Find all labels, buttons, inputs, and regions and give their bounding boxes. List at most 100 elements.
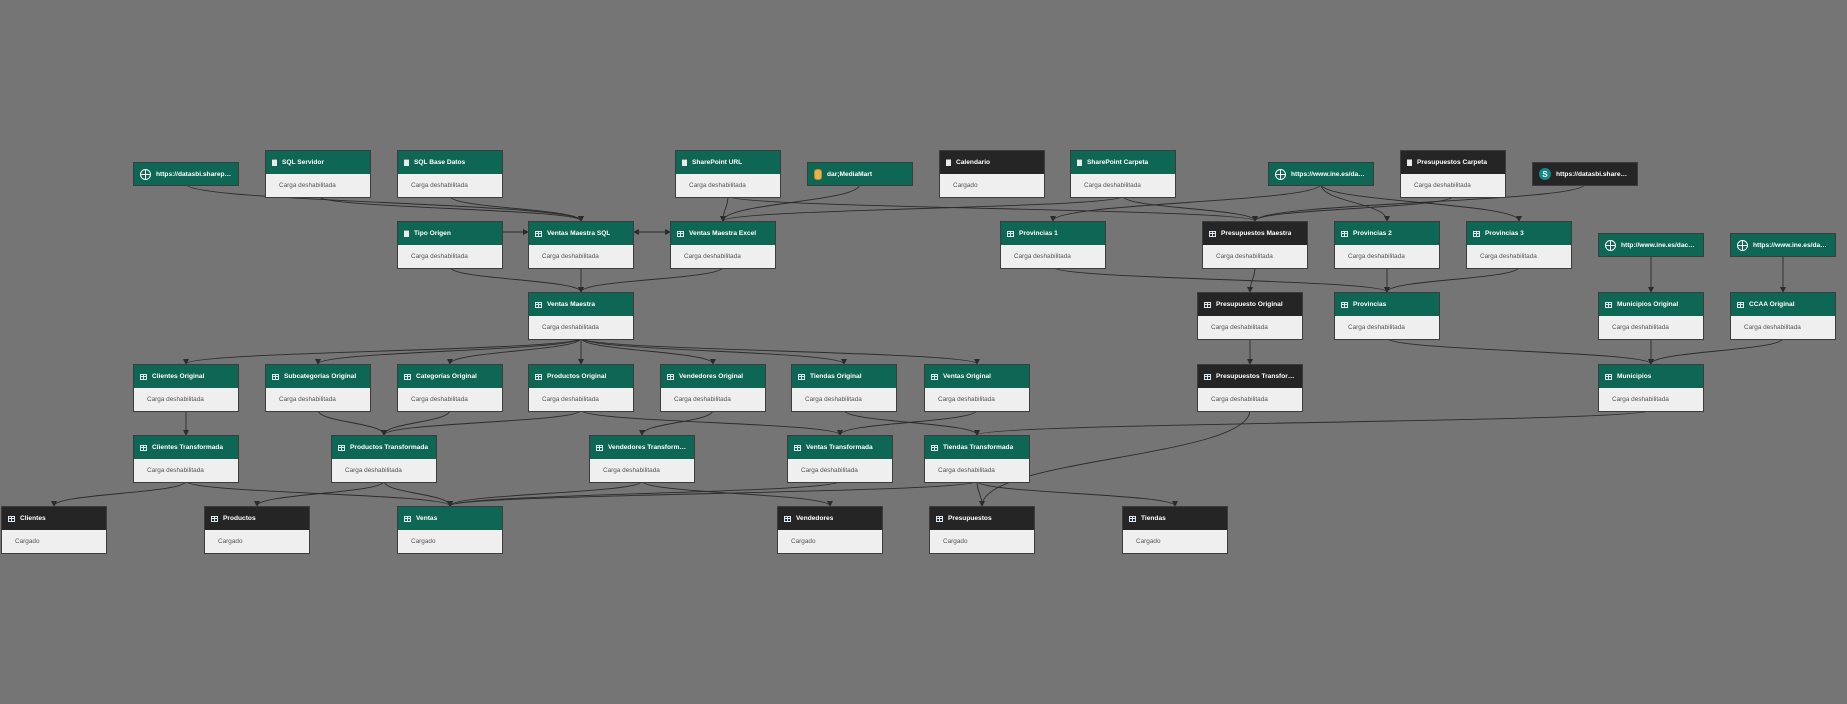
- node-src-sharepoint1[interactable]: https://datasbi.sharepoi...: [133, 162, 239, 186]
- table-icon: [272, 373, 279, 380]
- node-title: https://datasbi.sharepoi...: [156, 170, 232, 178]
- node-title: CCAA Original: [1749, 301, 1795, 308]
- sheet-icon: [1407, 159, 1412, 166]
- node-status: Carga deshabilitada: [1467, 245, 1571, 268]
- table-icon: [1473, 230, 1480, 237]
- node-header: SharePoint URL: [676, 151, 780, 174]
- node-title: Ventas Transformada: [806, 444, 873, 451]
- node-header: Provincias 2: [1335, 222, 1439, 245]
- node-status: Carga deshabilitada: [1335, 316, 1439, 339]
- table-icon: [794, 444, 801, 451]
- table-icon: [1129, 515, 1136, 522]
- edge-sp-url-to-presup-maestra: [727, 195, 1258, 222]
- node-ine1[interactable]: https://www.ine.es/daco...: [1268, 162, 1374, 186]
- table-icon: [667, 373, 674, 380]
- node-header: Presupuestos Carpeta: [1401, 151, 1505, 174]
- node-header: Subcategorías Original: [266, 365, 370, 388]
- node-title: Provincias 1: [1019, 230, 1058, 237]
- node-status: Carga deshabilitada: [676, 174, 780, 197]
- node-title: Vendedores: [796, 515, 834, 522]
- table-icon: [404, 515, 411, 522]
- node-status: Carga deshabilitada: [1335, 245, 1439, 268]
- node-header: Clientes Original: [134, 365, 238, 388]
- edge-prod-transf-to-productos: [254, 480, 385, 507]
- table-icon: [8, 515, 15, 522]
- node-status: Cargado: [1123, 530, 1227, 553]
- node-title: Tipo Origen: [414, 230, 451, 237]
- table-icon: [140, 373, 147, 380]
- node-status: Carga deshabilitada: [671, 245, 775, 268]
- edge-vend-original-to-vend-transf: [639, 409, 714, 436]
- table-icon: [535, 301, 542, 308]
- database-icon: [814, 168, 822, 180]
- node-status: Carga deshabilitada: [529, 316, 633, 339]
- node-ine2[interactable]: http://www.ine.es/daco/...: [1598, 233, 1704, 257]
- node-header: dar;MediaMart: [808, 163, 912, 185]
- node-status: Cargado: [930, 530, 1034, 553]
- node-header: Productos: [205, 507, 309, 530]
- node-title: Vendedores Original: [679, 373, 744, 380]
- edge-sp-url-to-vm-excel: [720, 195, 729, 222]
- node-header: Clientes Transformada: [134, 436, 238, 459]
- node-mediamart[interactable]: dar;MediaMart: [807, 162, 913, 186]
- node-header: Vendedores Transformada: [590, 436, 694, 459]
- node-status: Carga deshabilitada: [266, 388, 370, 411]
- table-icon: [1341, 230, 1348, 237]
- edge-ventas-maestra-to-subcat-original: [315, 337, 582, 365]
- node-title: https://www.ine.es/daco...: [1291, 170, 1367, 178]
- edge-tiendas-transf-to-ventas: [447, 480, 978, 507]
- node-ine3[interactable]: https://www.ine.es/daco...: [1730, 233, 1836, 257]
- node-title: Calendario: [956, 159, 991, 166]
- node-header: Vendedores: [778, 507, 882, 530]
- table-icon: [404, 373, 411, 380]
- node-title: Subcategorías Original: [284, 373, 357, 380]
- edge-presup-carpeta-to-presup-maestra: [1252, 195, 1454, 222]
- table-icon: [784, 515, 791, 522]
- node-header: Provincias 3: [1467, 222, 1571, 245]
- node-title: Clientes: [20, 515, 46, 522]
- node-status: Carga deshabilitada: [1203, 245, 1307, 268]
- node-status: Carga deshabilitada: [529, 245, 633, 268]
- node-title: Productos Transformada: [350, 444, 429, 451]
- node-title: Ventas Maestra: [547, 301, 596, 308]
